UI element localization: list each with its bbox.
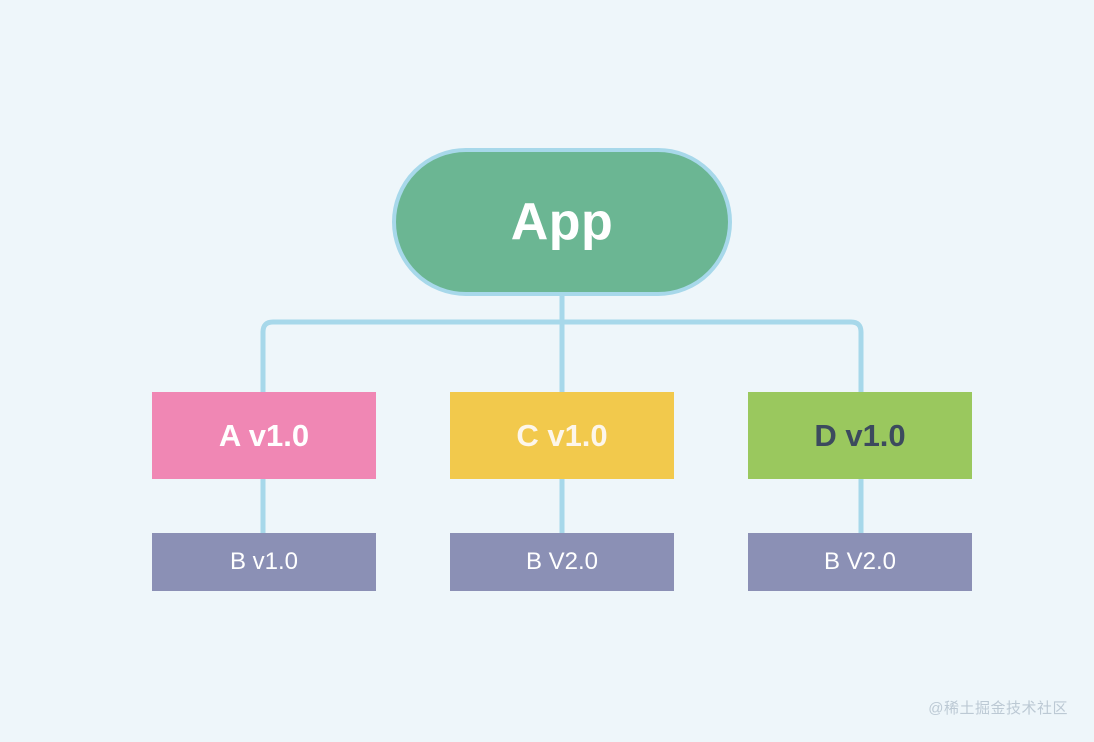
node-b-v2-center-label: B V2.0 [525, 548, 599, 575]
node-b-v2-center[interactable]: B V2.0 [450, 533, 674, 591]
node-app-label: App [510, 193, 614, 251]
node-a-v1[interactable]: A v1.0 [152, 392, 376, 479]
watermark-text: @稀土掘金技术社区 [928, 700, 1068, 717]
edge-root-to-left [260, 319, 562, 392]
node-d-v1[interactable]: D v1.0 [748, 392, 972, 479]
node-b-v2-right-label: B V2.0 [823, 548, 897, 575]
edge-root-to-right [562, 319, 864, 392]
node-c-v1[interactable]: C v1.0 [450, 392, 674, 479]
node-a-v1-label: A v1.0 [218, 418, 310, 453]
node-app[interactable]: App [392, 148, 732, 296]
node-c-v1-label: C v1.0 [516, 418, 608, 453]
node-d-v1-label: D v1.0 [814, 418, 906, 453]
node-b-v2-right[interactable]: B V2.0 [748, 533, 972, 591]
node-b-v1-label: B v1.0 [229, 548, 299, 575]
node-b-v1[interactable]: B v1.0 [152, 533, 376, 591]
